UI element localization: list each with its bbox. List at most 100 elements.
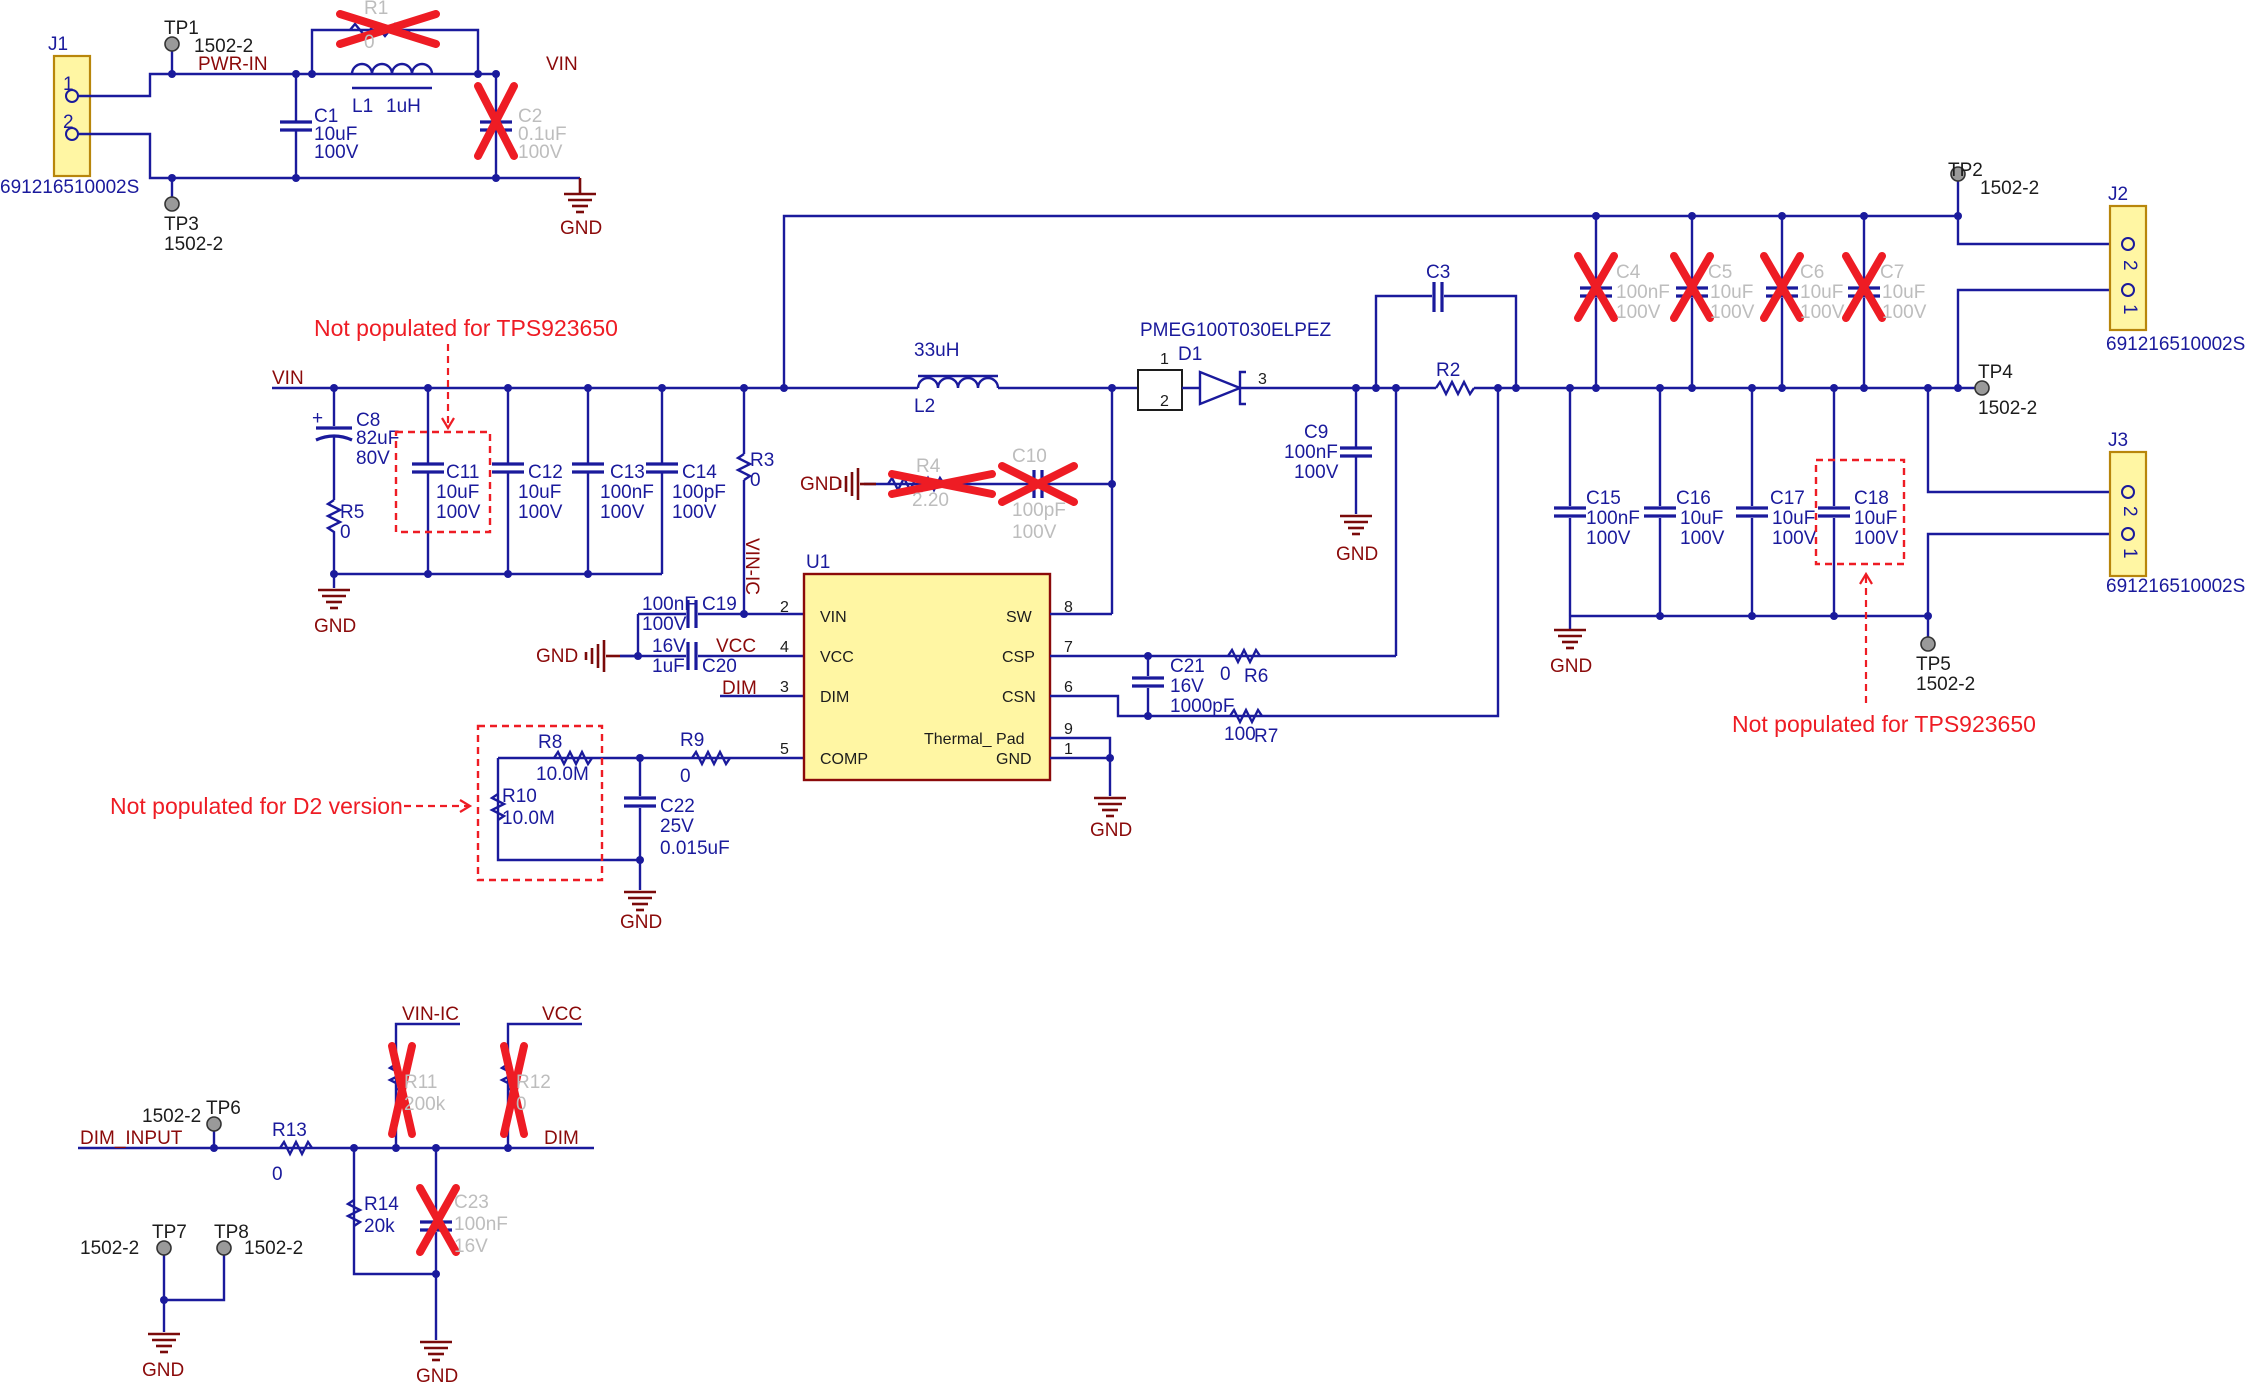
- j3-ref: J3: [2108, 430, 2128, 451]
- j1-part: 69121651000: [0, 177, 116, 198]
- c1-value: 10uF: [314, 124, 357, 145]
- tp1: [164, 36, 180, 52]
- c17-value: 10uF: [1772, 508, 1815, 529]
- c21-ref: C21: [1170, 656, 1205, 677]
- c3-ref: C3: [1426, 262, 1450, 283]
- c12-value: 10uF: [518, 482, 561, 503]
- c21-value: 1000pF: [1170, 696, 1234, 717]
- connector-j2: [2108, 204, 2148, 332]
- tp7: [156, 1240, 172, 1256]
- tp4-ref: TP4: [1978, 362, 2013, 383]
- d1-pin2: 2: [1160, 393, 1169, 410]
- c2-value: 0.1uF: [518, 124, 567, 145]
- j3-pin1: 1: [2119, 548, 2140, 559]
- r1-ref: R1: [364, 0, 388, 19]
- np-box-r8-r10: [476, 724, 604, 882]
- note-np-left: Not populated for TPS923650: [314, 315, 618, 341]
- u1-pin2-num: 2: [780, 599, 789, 616]
- c4-rating: 100V: [1616, 302, 1661, 323]
- tp2: [1950, 166, 1966, 182]
- u1-pin3-num: 3: [780, 679, 789, 696]
- np-box-c11: [394, 430, 492, 534]
- d1-ref: D1: [1178, 344, 1202, 365]
- c14-ref: C14: [682, 462, 717, 483]
- svg-text:+: +: [312, 408, 323, 429]
- u1-pin-csn: CSN: [1002, 689, 1036, 706]
- c22-rating: 25V: [660, 816, 694, 837]
- r10-value: 10.0M: [502, 808, 555, 829]
- u1-pin7-num: 7: [1064, 639, 1073, 656]
- c13-value: 100nF: [600, 482, 654, 503]
- c6-rating: 100V: [1800, 302, 1845, 323]
- tp3-part: 1502-2: [164, 234, 223, 255]
- tp8-ref: TP8: [214, 1222, 249, 1243]
- net-vcc-bottom: VCC: [542, 1004, 582, 1025]
- r8-ref: R8: [538, 732, 562, 753]
- l1-ref: L1: [352, 96, 373, 117]
- c22-value: 0.015uF: [660, 838, 730, 859]
- u1-pin-csp: CSP: [1002, 649, 1035, 666]
- r6-value: 0: [1220, 664, 1231, 685]
- c19-value: 100nF: [642, 594, 696, 615]
- c9-value: 100nF: [1284, 442, 1338, 463]
- c7-value: 10uF: [1882, 282, 1925, 303]
- c13-rating: 100V: [600, 502, 645, 523]
- c18-rating: 100V: [1854, 528, 1899, 549]
- tp4-part: 1502-2: [1978, 398, 2037, 419]
- r3-ref: R3: [750, 450, 774, 471]
- c22-ref: C22: [660, 796, 695, 817]
- j3-pin2: 2: [2119, 506, 2140, 517]
- r13-ref: R13: [272, 1120, 307, 1141]
- c18-ref: C18: [1854, 488, 1889, 509]
- c15-value: 100nF: [1586, 508, 1640, 529]
- c17-ref: C17: [1770, 488, 1805, 509]
- gnd-label-3: GND: [1336, 544, 1378, 565]
- l1-value: 1uH: [386, 96, 421, 117]
- tp5: [1920, 636, 1936, 652]
- u1-pin9-num: 9: [1064, 721, 1073, 738]
- d1-pin3: 3: [1258, 371, 1267, 388]
- tp7-part: 1502-2: [80, 1238, 139, 1259]
- gnd-label-5: GND: [800, 474, 842, 495]
- r14-ref: R14: [364, 1194, 399, 1215]
- tp6-part: 1502-2: [142, 1106, 201, 1127]
- gnd-label-8: GND: [1090, 820, 1132, 841]
- c7-rating: 100V: [1882, 302, 1927, 323]
- r3-value: 0: [750, 470, 761, 491]
- c8-ref: C8: [356, 410, 380, 431]
- r1-value: 0: [364, 32, 375, 53]
- c12-ref: C12: [528, 462, 563, 483]
- r6-ref: R6: [1244, 666, 1268, 687]
- r4-value: 2.20: [912, 490, 949, 511]
- c16-value: 10uF: [1680, 508, 1723, 529]
- net-pwr-in: PWR-IN: [198, 54, 268, 75]
- u1-pin-comp: COMP: [820, 751, 868, 768]
- u1-pin6-num: 6: [1064, 679, 1073, 696]
- net-vin-top: VIN: [546, 54, 578, 75]
- d1-pin1: 1: [1160, 351, 1169, 368]
- r5-ref: R5: [340, 502, 364, 523]
- r4-ref: R4: [916, 456, 941, 477]
- tp2-ref: TP2: [1948, 160, 1983, 181]
- j2-pin2: 2: [2119, 260, 2140, 271]
- c11-ref: C11: [446, 462, 479, 483]
- output-section: C4 100nF 100V C5 10uF 100V C6 10uF 100V …: [1550, 160, 2245, 737]
- net-vin-ic-bottom: VIN-IC: [402, 1004, 459, 1025]
- c7-ref: C7: [1880, 262, 1904, 283]
- gnd-label-7: GND: [620, 912, 662, 933]
- c20-value: 1uF: [652, 656, 685, 677]
- c1-rating: 100V: [314, 142, 359, 163]
- u1-pin-sw: SW: [1006, 609, 1033, 626]
- r9-value: 0: [680, 766, 691, 787]
- j2-ref: J2: [2108, 184, 2128, 205]
- c5-ref: C5: [1708, 262, 1732, 283]
- c23-value: 100nF: [454, 1214, 508, 1235]
- c19-ref: C19: [702, 594, 737, 615]
- main-section: VIN + C8 82uF 80V R5 0 GND C11 10uF 100V…: [272, 214, 1958, 718]
- tp7-ref: TP7: [152, 1222, 187, 1243]
- r2-ref: R2: [1436, 360, 1460, 381]
- c14-rating: 100V: [672, 502, 717, 523]
- c20-ref: C20: [702, 656, 737, 677]
- net-dim: DIM: [722, 678, 757, 699]
- c15-rating: 100V: [1586, 528, 1631, 549]
